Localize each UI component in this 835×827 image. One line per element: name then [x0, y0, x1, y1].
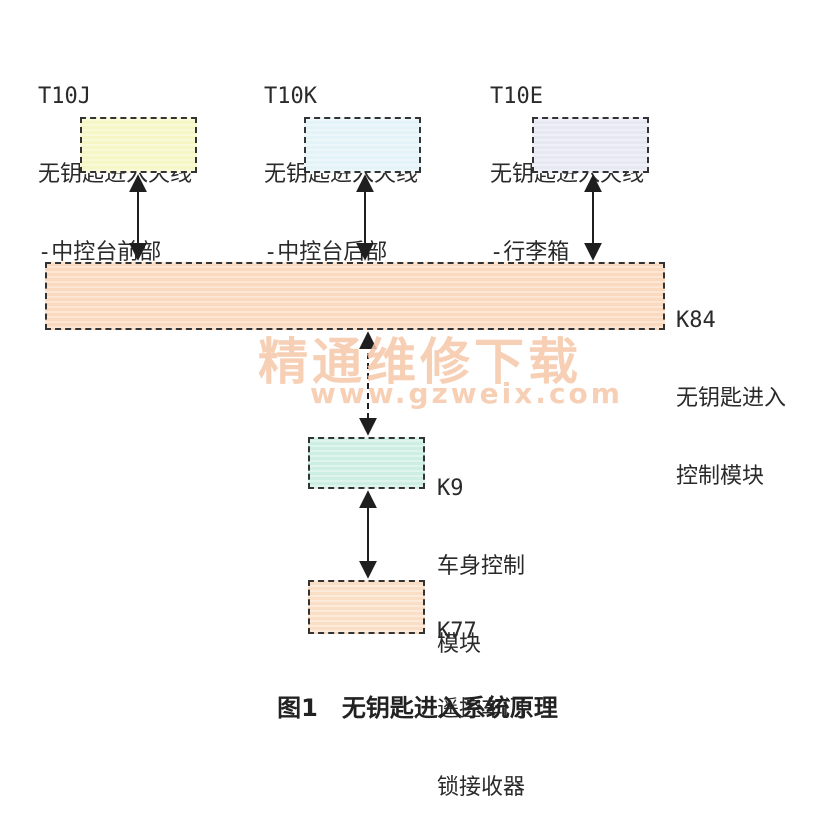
k77-line2: 锁接收器 — [437, 775, 526, 800]
k9-line2: 模块 — [437, 632, 482, 657]
antenna-code: T10J — [38, 84, 91, 109]
k84-code: K84 — [676, 308, 716, 333]
k77-code: K77 — [437, 619, 477, 644]
antenna-box-t10j — [80, 117, 197, 173]
k84-line1: 无钥匙进入 — [676, 386, 787, 411]
figure-caption: 图1 无钥匙进入系统原理 — [277, 694, 558, 722]
k84-label: K84 无钥匙进入 控制模块 — [676, 256, 786, 516]
antenna-code: T10K — [264, 84, 317, 109]
k9-code: K9 — [437, 476, 464, 501]
k77-module-box — [308, 580, 425, 634]
antenna-code: T10E — [490, 84, 543, 109]
k84-module-box — [45, 262, 665, 330]
antenna-box-t10k — [304, 117, 421, 173]
k9-label: K9 车身控制 模块 — [437, 424, 525, 684]
antenna-box-t10e — [532, 117, 649, 173]
antenna-location: -行李箱 — [490, 240, 570, 265]
k77-line1: 遥控车门 — [437, 697, 526, 722]
k84-line2: 控制模块 — [676, 464, 765, 489]
k9-line1: 车身控制 — [437, 554, 526, 579]
connection-arrows — [129, 174, 602, 579]
k9-module-box — [308, 437, 425, 489]
